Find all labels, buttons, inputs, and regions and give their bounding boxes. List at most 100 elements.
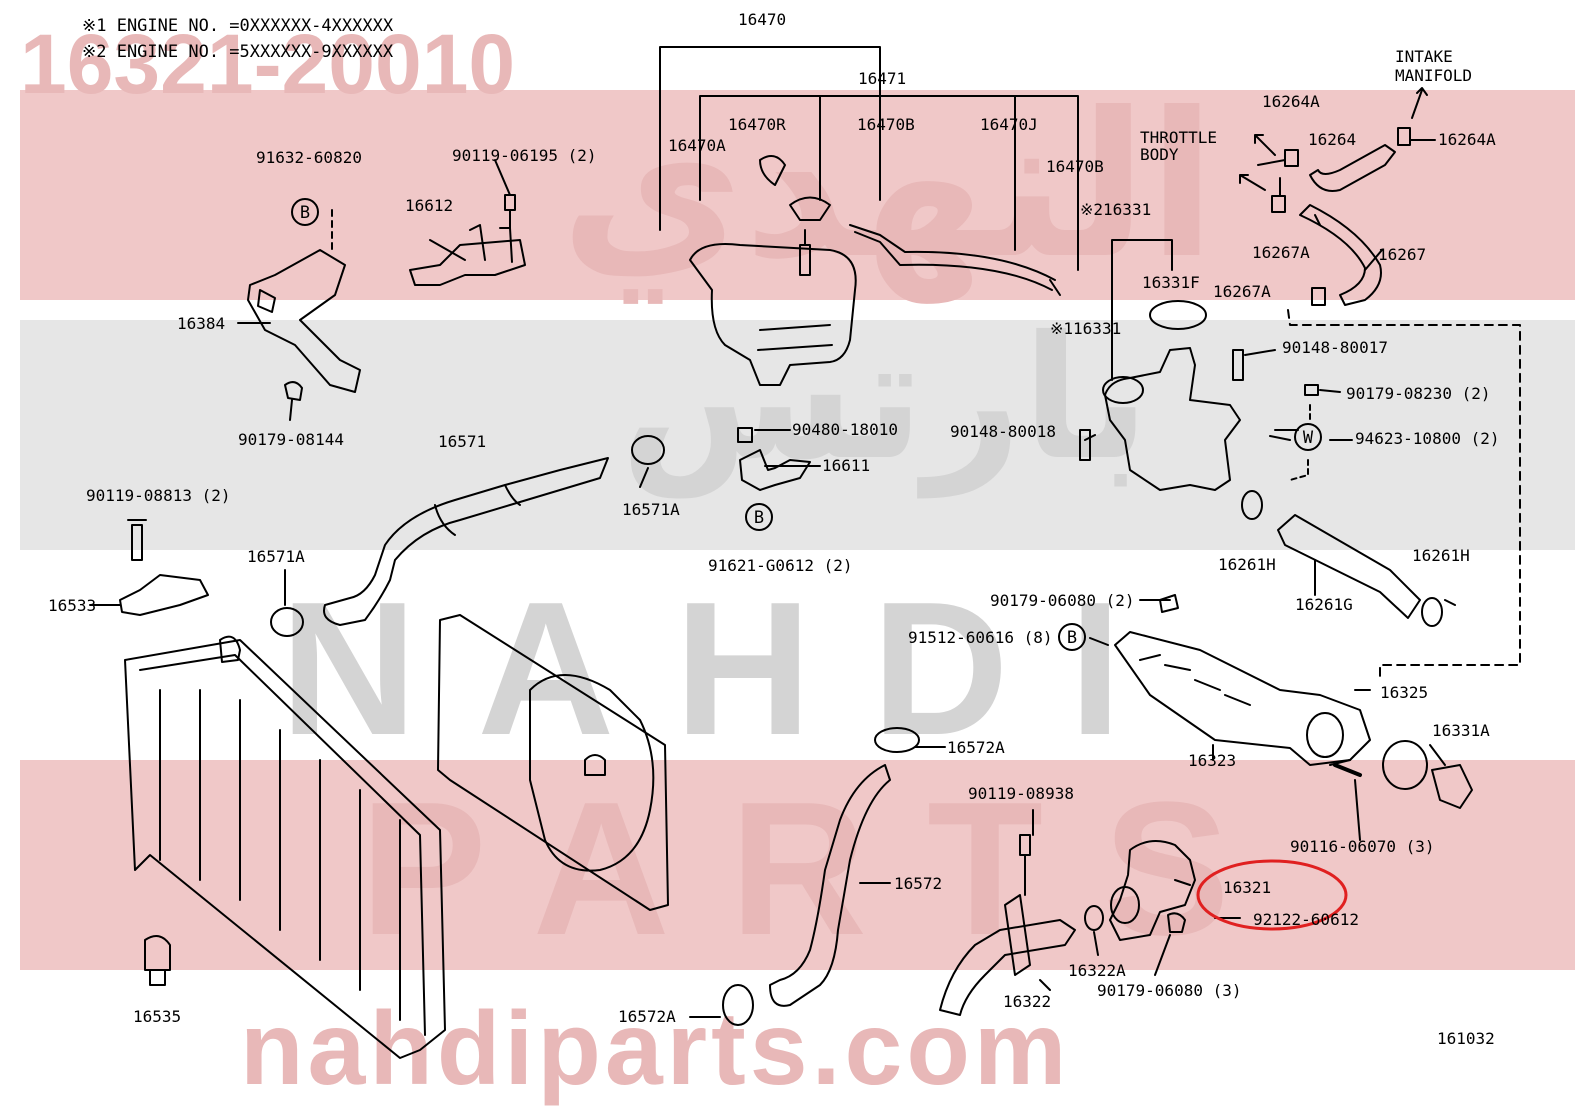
reservoir-ribs: [757, 324, 833, 351]
watermark-arabic-parts: بارتس: [620, 304, 1150, 494]
hose-16267: [1299, 204, 1382, 306]
label-16325: 16325: [1380, 683, 1428, 702]
leader-lines: [89, 139, 1456, 1018]
label-16572A-bottom: 16572A: [618, 1007, 676, 1026]
clamp-16264A-left: [1284, 149, 1299, 167]
circle-marker-b-1: B: [300, 203, 310, 223]
watermark-arabic-brand: النهدي: [560, 75, 1217, 298]
label-16470B-right: 16470B: [1046, 157, 1104, 176]
label-16267A-bottom: 16267A: [1213, 282, 1271, 301]
water-outlet-ribs: [1139, 654, 1251, 706]
label-16261G: 16261G: [1295, 595, 1353, 614]
label-16611: 16611: [822, 456, 870, 475]
gasket-16325: [1382, 740, 1428, 790]
label-90179-08230: 90179-08230 (2): [1346, 384, 1491, 403]
watermark-band-red-top: [20, 90, 1575, 300]
circle-marker-b-2: B: [754, 508, 764, 528]
clamp-16267A-top: [1271, 195, 1286, 213]
label-16267A-top: 16267A: [1252, 243, 1310, 262]
radiator-core: [124, 639, 446, 1059]
arrows-throttle-body: [1239, 134, 1276, 191]
label-16331-note1: ※116331: [1050, 319, 1121, 338]
bracket-16470: [659, 46, 881, 231]
water-inlet-16321: [1109, 840, 1196, 941]
water-inlet-port: [1110, 886, 1140, 924]
nut-90179-08230: [1304, 384, 1319, 396]
radiator-inlet: [219, 635, 241, 663]
water-outlet-port: [1306, 712, 1344, 758]
label-90119-08938: 90119-08938: [968, 784, 1074, 803]
clamp-16572A-bottom: [722, 984, 754, 1026]
watermark-brand-latin: NAHDI: [280, 563, 1182, 775]
label-90148-80018: 90148-80018: [950, 422, 1056, 441]
nut-90179-06080: [1167, 912, 1186, 933]
clamp-16571A-top: [631, 435, 665, 465]
reservoir-tank: [689, 243, 857, 386]
grommet-90179-08144: [284, 381, 303, 401]
label-16572A-top: 16572A: [947, 738, 1005, 757]
label-16264A-right: 16264A: [1438, 130, 1496, 149]
label-90179-06080-3: 90179-06080 (3): [1097, 981, 1242, 1000]
upper-radiator-hose: [323, 457, 609, 626]
label-throttle: THROTTLE: [1140, 128, 1217, 147]
clamp-16261H-left: [1241, 490, 1263, 520]
bolt-90119-08938: [1019, 834, 1031, 896]
label-16571: 16571: [438, 432, 486, 451]
bracket-16471-ticks: [819, 95, 1016, 251]
label-16572: 16572: [894, 874, 942, 893]
reservoir-cap-hose: [759, 155, 786, 186]
reservoir-cap: [789, 196, 831, 221]
nut-90179-06080-2: [1159, 594, 1179, 613]
clamp-16261H-right: [1421, 597, 1443, 627]
upper-outlet-port: [1102, 376, 1144, 404]
label-90179-08144: 90179-08144: [238, 430, 344, 449]
overflow-hose: [849, 224, 1056, 291]
radiator-fins: [139, 654, 426, 1036]
label-16264: 16264: [1308, 130, 1356, 149]
fan-motor: [584, 754, 606, 776]
inlet-pipe-16322: [939, 919, 1076, 1016]
engine-note-2: ※2 ENGINE NO. =5XXXXXX-9XXXXXX: [82, 42, 394, 62]
label-body: BODY: [1140, 145, 1179, 164]
upper-hose-bands: [434, 484, 521, 536]
label-16535: 16535: [133, 1007, 181, 1026]
label-90148-80017: 90148-80017: [1282, 338, 1388, 357]
bracket-16611: [739, 449, 811, 491]
label-16321: 16321: [1223, 878, 1271, 897]
label-16261H-right: 16261H: [1412, 546, 1470, 565]
label-16264A-left: 16264A: [1262, 92, 1320, 111]
bracket-16384-hole: [257, 289, 276, 313]
label-91512-60616: 91512-60616 (8): [908, 628, 1053, 647]
label-16322A: 16322A: [1068, 961, 1126, 980]
label-92122-60612: 92122-60612: [1253, 910, 1359, 929]
bracket-16384: [247, 249, 361, 393]
label-16612: 16612: [405, 196, 453, 215]
label-manifold: MANIFOLD: [1395, 66, 1472, 85]
circle-marker-w: W: [1303, 428, 1314, 448]
clamp-16267A-bottom: [1311, 287, 1326, 306]
lower-radiator-hose: [769, 764, 891, 1007]
label-16267: 16267: [1378, 245, 1426, 264]
diagram-id: 161032: [1437, 1029, 1495, 1048]
gasket-16322A: [1084, 905, 1104, 931]
label-16533: 16533: [48, 596, 96, 615]
clamp-16264A-right: [1397, 127, 1411, 146]
label-16323: 16323: [1188, 751, 1236, 770]
label-90179-06080-2: 90179-06080 (2): [990, 591, 1135, 610]
leader-w: [1289, 404, 1311, 481]
bolt-90148-80017: [1232, 349, 1244, 381]
label-16470R: 16470R: [728, 115, 786, 134]
highlight-part-16321: [1196, 859, 1348, 931]
bracket-16612: [409, 239, 526, 286]
label-16331A: 16331A: [1432, 721, 1490, 740]
water-outlet-16323: [1114, 631, 1371, 766]
clamp-16572A-top: [874, 727, 920, 753]
label-16571A-top: 16571A: [622, 500, 680, 519]
radiator-cap-16331F: [1149, 300, 1207, 330]
bypass-hose-16261G: [1277, 514, 1421, 619]
label-16331F: 16331F: [1142, 273, 1200, 292]
overflow-clip: [1049, 279, 1061, 296]
bolt-90119-08813: [127, 519, 147, 561]
fan-ring: [529, 674, 655, 872]
